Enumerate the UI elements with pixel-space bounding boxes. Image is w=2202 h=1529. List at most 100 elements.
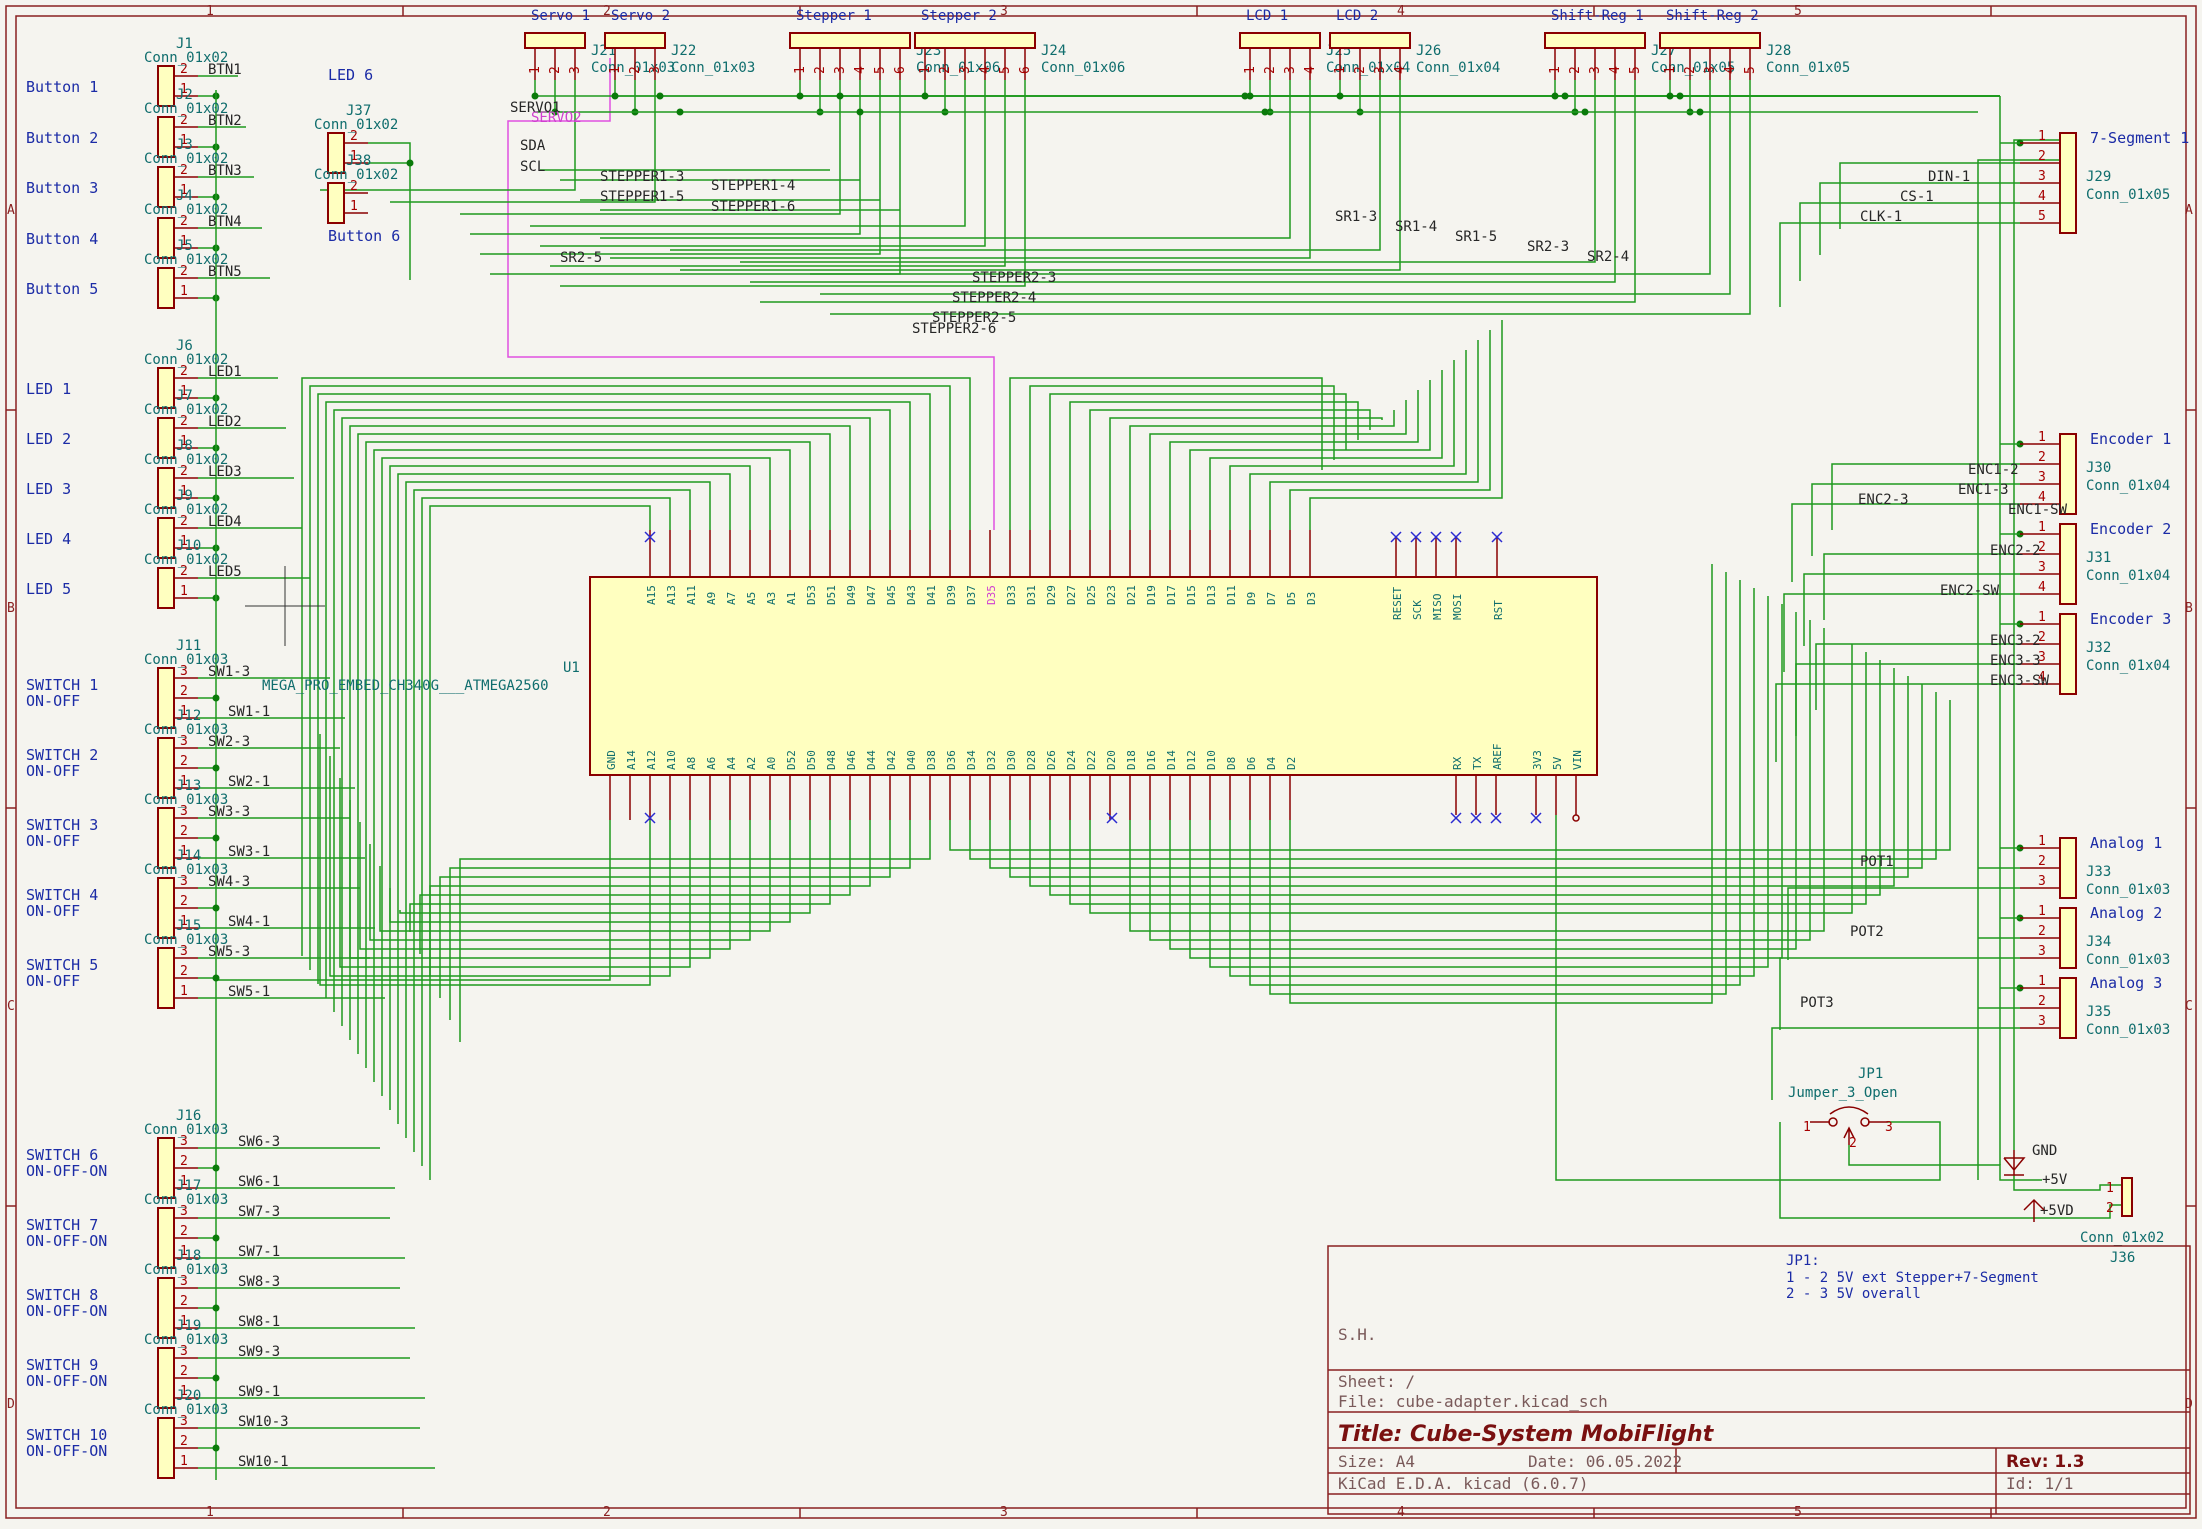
net-label: BTN4 <box>208 214 242 230</box>
junction <box>1696 108 1704 116</box>
wire-u1-bottom <box>449 820 911 1020</box>
net-label: SW9-1 <box>238 1384 280 1400</box>
pin-number: 1 <box>180 1174 188 1189</box>
pin-number: 3 <box>2038 560 2046 575</box>
no-connect-marker <box>1390 531 1402 543</box>
pin-number: 2 <box>180 163 188 178</box>
switch-label: SWITCH 3 <box>26 816 98 834</box>
junction <box>1241 92 1249 100</box>
wire-u1-top <box>1129 410 1395 530</box>
wire-top-signal <box>390 80 656 203</box>
border-row-right: A <box>2185 203 2193 218</box>
wire-u1-bottom <box>319 734 651 986</box>
u1-pin-name-ctrl: MOSI <box>1451 594 1464 621</box>
pin-number: 2 <box>628 66 643 74</box>
connector-ref: J14 <box>176 848 201 864</box>
pin-number: 3 <box>1703 66 1718 74</box>
wire-u1-top <box>325 401 911 998</box>
wire-led6 <box>368 142 411 280</box>
wire-top-signal <box>550 80 1006 267</box>
wire-u1-bottom <box>1089 644 1853 914</box>
wire-u1-top <box>333 409 891 1012</box>
net-enc3-3: ENC3-3 <box>1990 653 2041 669</box>
top-connector-label: LCD 2 <box>1336 8 1378 24</box>
switch-type: ON-OFF-ON <box>26 1302 107 1320</box>
pin-number: 5 <box>2038 209 2046 224</box>
wire-u1-top <box>373 449 791 1082</box>
pin-number: 3 <box>648 66 663 74</box>
top-connector-value: Conn_01x06 <box>1041 60 1125 76</box>
wire-top-signal <box>810 80 1711 275</box>
pin-number: 1 <box>1663 66 1678 74</box>
top-connector-label: Stepper 2 <box>921 8 997 24</box>
right-connector-value: Conn_01x03 <box>2086 952 2170 968</box>
wire-u1-top <box>365 441 811 1068</box>
right-connector-ref: J34 <box>2086 934 2111 950</box>
connector-body <box>157 116 175 158</box>
pin-number: 1 <box>180 284 188 299</box>
outer-border <box>5 5 2197 1519</box>
top-connector-value: Conn_01x03 <box>591 60 675 76</box>
junction <box>611 92 619 100</box>
title-size: Size: A4 <box>1338 1452 1415 1471</box>
u1-pin-name-bottom: A2 <box>745 757 758 770</box>
wire-top-gnd <box>534 80 2000 97</box>
net-stepper1-6: STEPPER1-6 <box>711 199 795 215</box>
pin-number: 5 <box>1743 66 1758 74</box>
wire-u1-bottom <box>1149 620 1811 941</box>
pin-number: 1 <box>180 234 188 249</box>
wire-right-signal <box>1771 1027 2020 1100</box>
net-label: SW8-1 <box>238 1314 280 1330</box>
connector-label: LED 5 <box>26 580 71 598</box>
pin-number: 1 <box>180 844 188 859</box>
net-stepper2-6: STEPPER2-6 <box>912 321 996 337</box>
wire-right-signal <box>1799 202 2020 281</box>
pin-number: 3 <box>833 66 848 74</box>
jp1-pin1: 1 <box>1803 1120 1811 1135</box>
switch-type: ON-OFF <box>26 972 80 990</box>
u1-pin-name-top: D37 <box>965 585 978 605</box>
junction <box>212 764 220 772</box>
u1-pin-name-top: D29 <box>1045 585 1058 605</box>
wire-u1-top <box>421 497 671 1166</box>
u1-pin-name-top: D27 <box>1065 585 1078 605</box>
wire-u1-bottom <box>339 778 691 968</box>
net-stepper2-3: STEPPER2-3 <box>972 270 1056 286</box>
border-col-bottom: 1 <box>206 1505 214 1520</box>
u1-pin-name-bottom: D16 <box>1145 750 1158 770</box>
pin-number: 6 <box>893 66 908 74</box>
wire-right-signal <box>1795 663 2020 736</box>
wire-5vd <box>1779 1122 2034 1219</box>
junction <box>212 1164 220 1172</box>
connector-value: Conn_01x02 <box>144 151 228 167</box>
net-stepper2-4: STEPPER2-4 <box>952 290 1036 306</box>
net-enc2-2: ENC2-2 <box>1990 543 2041 559</box>
button6-label: Button 6 <box>328 227 400 245</box>
wire-right-signal <box>1779 222 2020 307</box>
connector-ref: J16 <box>176 1108 201 1124</box>
pin-number: 3 <box>2038 169 2046 184</box>
wire-u1-top <box>1229 360 1455 530</box>
junction <box>1246 92 1254 100</box>
pin-number: 1 <box>180 1384 188 1399</box>
u1-pin-name-top: A7 <box>725 592 738 605</box>
u1-pin-name-bottom: D40 <box>905 750 918 770</box>
connector-ref: J15 <box>176 918 201 934</box>
wire-u1-top <box>357 433 831 1054</box>
u1-pin-name-bottom: D4 <box>1265 756 1278 770</box>
wire-u1-top <box>1249 350 1467 530</box>
junction <box>796 92 804 100</box>
wire-right-signal <box>1819 182 2020 255</box>
top-connector-value: Conn_01x06 <box>916 60 1000 76</box>
u1-pin-name-power: AREF <box>1491 744 1504 771</box>
wire-u1-top <box>1049 393 1347 530</box>
no-connect-marker <box>1490 812 1502 824</box>
wire-u1-top <box>397 473 731 1124</box>
u1-pin-name-bottom: D52 <box>785 750 798 770</box>
pin-number: 2 <box>180 1294 188 1309</box>
pin-number: 3 <box>1373 66 1388 74</box>
pin-number: 2 <box>180 684 188 699</box>
net-sr2-5: SR2-5 <box>560 250 602 266</box>
switch-label: SWITCH 9 <box>26 1356 98 1374</box>
